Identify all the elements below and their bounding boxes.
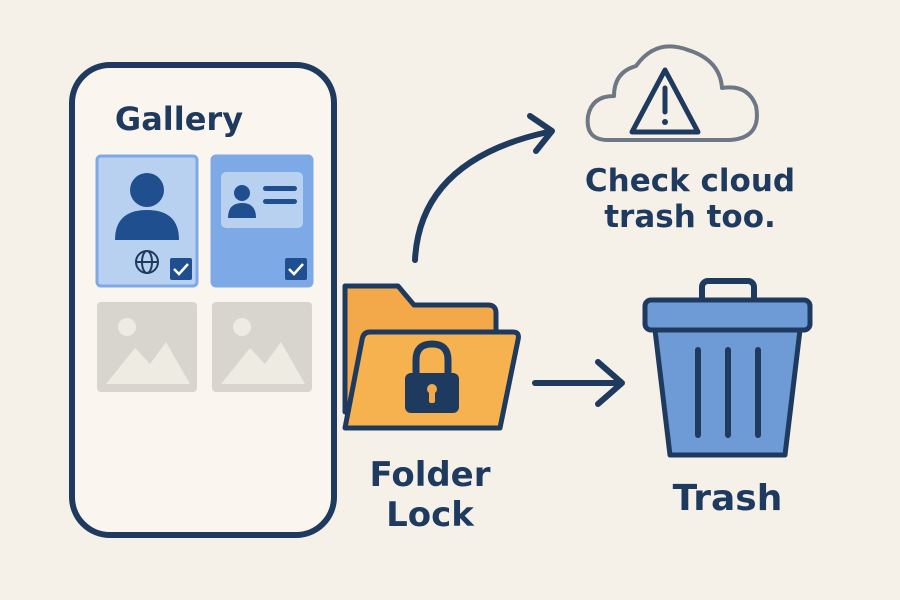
cloud-icon bbox=[585, 44, 759, 142]
image-placeholder-icon bbox=[221, 318, 305, 384]
folder-lock-label: Folder Lock bbox=[345, 455, 515, 535]
checkmark-icon bbox=[285, 258, 307, 280]
person-icon bbox=[115, 173, 179, 240]
arrow-to-trash bbox=[532, 359, 625, 407]
cloud-warning-label: Check cloud trash too. bbox=[575, 163, 805, 235]
folder-lock-line-2: Lock bbox=[386, 495, 474, 535]
padlock-icon bbox=[405, 340, 459, 413]
globe-icon bbox=[135, 250, 159, 274]
warning-icon bbox=[629, 67, 701, 135]
id-card-icon bbox=[221, 172, 303, 228]
thumbnail-placeholder-2[interactable] bbox=[212, 302, 312, 392]
thumbnail-id-card[interactable] bbox=[210, 154, 314, 288]
cloud-warning-line-1: Check cloud bbox=[584, 163, 796, 199]
thumbnail-person-photo[interactable] bbox=[95, 154, 199, 288]
checkmark-icon bbox=[170, 258, 192, 280]
thumbnail-placeholder-1[interactable] bbox=[97, 302, 197, 392]
trash-label: Trash bbox=[672, 478, 783, 519]
arrow-to-cloud bbox=[412, 113, 555, 263]
gallery-title: Gallery bbox=[114, 100, 244, 138]
image-placeholder-icon bbox=[106, 318, 190, 384]
folder-lock-line-1: Folder bbox=[369, 455, 491, 495]
trash-bin-icon bbox=[642, 278, 813, 458]
cloud-warning-line-2: trash too. bbox=[604, 199, 776, 235]
